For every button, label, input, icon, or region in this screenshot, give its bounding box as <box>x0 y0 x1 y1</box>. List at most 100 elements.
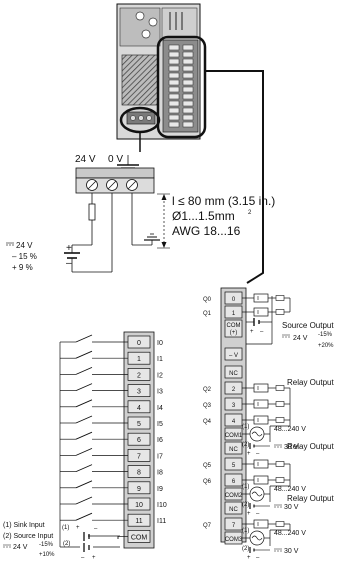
input-label: I2 <box>157 372 163 379</box>
fuse-icon <box>275 477 285 483</box>
output-label: Q1 <box>203 311 212 317</box>
input-label: I9 <box>157 486 163 493</box>
load-icon <box>253 415 269 425</box>
terminal-screw <box>168 114 180 121</box>
input-label: I3 <box>157 389 163 396</box>
output-terminal-label: – V <box>229 353 238 359</box>
terminal-screw <box>182 51 194 58</box>
input-terminal-label: 9 <box>137 486 141 493</box>
input-tol-plus: +10% <box>39 552 55 558</box>
dc-plus: + <box>247 511 251 517</box>
io-callout <box>156 35 207 139</box>
src-minus: – <box>260 329 264 335</box>
input-label: I7 <box>157 453 163 460</box>
terminal-screw <box>182 107 194 114</box>
label-24v: 24 V <box>75 154 96 165</box>
terminal-screw <box>168 100 180 107</box>
input-label: I0 <box>157 340 163 347</box>
load-icon <box>253 293 269 303</box>
terminal-screw <box>182 65 194 72</box>
output-terminal <box>224 441 243 455</box>
switch-icon <box>75 431 93 440</box>
terminal-screw <box>168 93 180 100</box>
dc-plus: + <box>247 555 251 561</box>
output-terminal-label: COM <box>227 323 241 329</box>
switch-icon <box>75 334 93 343</box>
terminal-screw <box>168 86 180 93</box>
input-label: I10 <box>157 502 167 509</box>
relay-output-label: Relay Output <box>287 494 334 503</box>
terminal-screw <box>168 44 180 51</box>
switch-icon <box>75 415 93 424</box>
potentiometer-icon <box>135 11 145 21</box>
load-icon <box>253 307 269 317</box>
wire-section-sup: 2 <box>248 210 252 216</box>
source-tol-plus: +20% <box>318 343 334 349</box>
fuse-icon <box>275 417 285 423</box>
input-terminal-label: 2 <box>137 372 141 379</box>
in-marker-2: (2) <box>63 541 70 547</box>
load-icon <box>253 519 269 529</box>
output-label: Q5 <box>203 463 212 469</box>
wire-length-spec: l ≤ 80 mm (3.15 in.) <box>172 194 275 208</box>
in-plus: + <box>76 525 80 531</box>
fuse-icon <box>275 295 285 301</box>
supply-minus: – <box>66 258 72 269</box>
input-terminal-label: COM <box>131 534 148 541</box>
port-block <box>161 7 198 39</box>
terminal-screw <box>182 93 194 100</box>
output-terminal <box>224 365 243 379</box>
in-marker-1: (1) <box>62 525 69 531</box>
terminal-screw <box>168 51 180 58</box>
terminal-screw <box>168 58 180 65</box>
terminal-screw <box>182 100 194 107</box>
supply-plus: + <box>66 243 72 254</box>
input-tol-minus: -15% <box>39 542 54 548</box>
input-terminal-label: 3 <box>137 389 141 396</box>
leader-line <box>205 70 264 284</box>
input-label: I4 <box>157 405 163 412</box>
load-icon <box>253 399 269 409</box>
ac-voltage-label: 48...240 V <box>274 486 306 493</box>
switch-icon <box>75 464 93 473</box>
output-label: Q6 <box>203 479 212 485</box>
switch-icon <box>75 512 93 521</box>
output-terminal <box>224 501 243 515</box>
marker-1: (1) <box>242 528 249 534</box>
terminal-screw <box>182 86 194 93</box>
marker-1: (1) <box>242 484 249 490</box>
terminal-screw <box>168 79 180 86</box>
dc-voltage-label: 30 V <box>284 548 299 555</box>
relay-output-label: Relay Output <box>287 442 334 451</box>
input-voltage: 24 V <box>13 544 28 551</box>
in-minus: – <box>94 526 98 532</box>
output-terminal-label: 1 <box>232 311 236 317</box>
power-connector: 24 V 0 V <box>75 154 170 272</box>
load-icon <box>253 475 269 485</box>
source-voltage: 24 V <box>293 335 308 342</box>
dc-minus: – <box>256 451 260 457</box>
output-label: Q3 <box>203 403 212 409</box>
marker-2: (2) <box>242 502 249 508</box>
load-icon <box>253 383 269 393</box>
terminal-screw <box>182 114 194 121</box>
output-terminal-label: 2 <box>232 387 236 393</box>
output-label: Q0 <box>203 297 212 303</box>
terminal-screw <box>182 72 194 79</box>
fuse-icon <box>275 309 285 315</box>
input-terminal-label: 6 <box>137 437 141 444</box>
ac-voltage-label: 48...240 V <box>274 426 306 433</box>
switch-icon <box>75 366 93 375</box>
output-terminal <box>224 347 243 361</box>
fuse-icon <box>275 401 285 407</box>
input-label: I1 <box>157 356 163 363</box>
terminal-screws <box>168 44 194 128</box>
output-terminal-label: COM1 <box>225 433 243 439</box>
battery-cover <box>121 54 159 106</box>
terminal-screw <box>168 107 180 114</box>
fuse-icon <box>275 385 285 391</box>
output-label: Q2 <box>203 387 212 393</box>
